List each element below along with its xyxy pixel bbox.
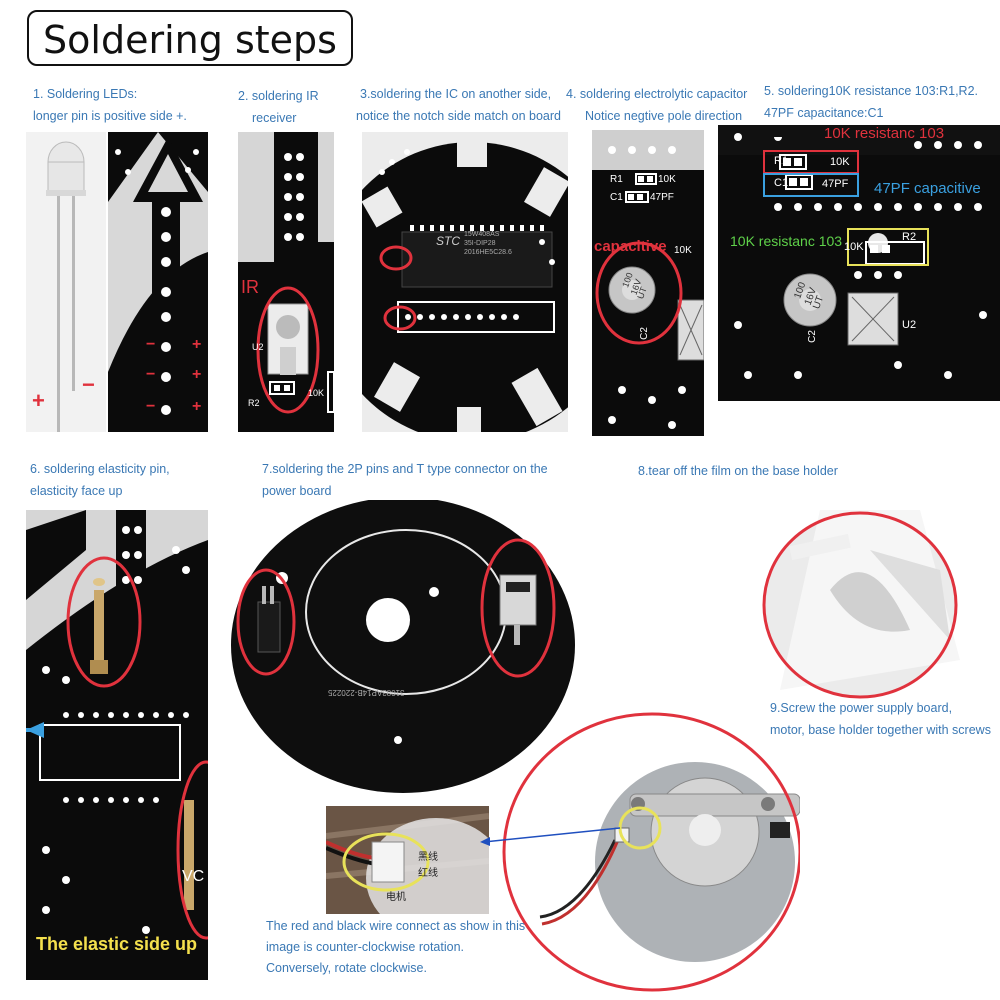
capacitor-board-photo: R1 10K C1 47PF capacitive 10K 100 16V UT… <box>592 130 704 436</box>
res-r2-label: R2 <box>902 231 917 243</box>
motor-assembly-illustration <box>502 712 800 992</box>
ic-brand: STC <box>436 234 460 248</box>
led-board-photo: − + − + − + <box>108 132 208 432</box>
elastic-pin-photo: VC The elastic side up <box>26 510 208 980</box>
wire-connector-illustration <box>326 806 489 914</box>
res-r1-label: R1 <box>774 155 789 167</box>
step7-caption-1: 7.soldering the 2P pins and T type conne… <box>262 462 548 476</box>
pm-plus-2: + <box>192 366 202 383</box>
step5-caption-2: 47PF capacitance:C1 <box>764 106 884 120</box>
power-board-illustration <box>231 500 575 793</box>
ic-board-photo: STC 15W408AS 35I-DIP28 2016HE5C28.6 <box>362 132 568 432</box>
connector-arrow <box>480 827 621 846</box>
led-photo: + − <box>26 132 106 432</box>
cap-10k-label-2: 10K <box>674 245 692 256</box>
pm-plus-1: + <box>192 336 202 353</box>
wire-note-1: The red and black wire connect as show i… <box>266 919 526 933</box>
cap-47pf-label: 47PF <box>650 192 674 203</box>
res-u2-label: U2 <box>902 319 917 331</box>
wire-note-3: Conversely, rotate clockwise. <box>266 961 427 975</box>
pm-minus-1: − <box>146 336 156 353</box>
title-box: Soldering steps <box>27 10 353 66</box>
resistor-board-illustration <box>718 125 1000 379</box>
led-minus-sign: − <box>82 372 95 397</box>
page-title: Soldering steps <box>43 18 337 62</box>
cap-c2-label: C2 <box>638 327 650 340</box>
cn-red-wire: 红线 <box>418 868 438 879</box>
ir-u2-label: U2 <box>252 342 264 352</box>
base-holder-photo <box>760 510 1000 700</box>
base-holder-illustration <box>760 510 1000 700</box>
step9-caption-2: motor, base holder together with screws <box>770 723 991 737</box>
ic-marking-2: 35I-DIP28 <box>464 240 496 247</box>
capacitive-label: capacitive <box>594 238 667 255</box>
pm-plus-3: + <box>192 398 202 415</box>
ic-marking-1: 15W408AS <box>464 231 500 238</box>
vc-label: VC <box>182 868 205 885</box>
annot-47pf: 47PF capacitive <box>874 180 981 197</box>
step4-caption-1: 4. soldering electrolytic capacitor <box>566 87 748 101</box>
step5-caption-1: 5. soldering10K resistance 103:R1,R2. <box>764 84 979 98</box>
led-illustration <box>46 141 86 432</box>
res-c1-label: C1 <box>774 177 789 189</box>
cn-motor: 电机 <box>386 892 406 903</box>
step8-caption: 8.tear off the film on the base holder <box>638 464 838 478</box>
ic-marking-3: 2016HE5C28.6 <box>464 249 512 256</box>
motor-assembly-photo <box>500 712 800 997</box>
ir-label: IR <box>241 277 259 297</box>
res-c2-label: C2 <box>806 330 818 343</box>
step6-caption-1: 6. soldering elasticity pin, <box>30 462 170 476</box>
step2-caption-1: 2. soldering IR <box>238 89 319 103</box>
resistor-board-photo: 10K resistanc 103 R1 10K C1 47PF 47PF ca… <box>718 125 1000 401</box>
cap-r1-label: R1 <box>610 174 623 185</box>
step7-caption-2: power board <box>262 484 332 498</box>
ir-r2-label: R2 <box>248 398 260 408</box>
res-10k-label-2: 10K <box>844 241 864 253</box>
ir-board-photo: IR U2 R2 10K <box>238 132 334 432</box>
cap-10k-label: 10K <box>658 174 676 185</box>
capacitor-board-illustration <box>592 130 704 429</box>
step2-caption-2: receiver <box>252 111 297 125</box>
elastic-side-up-label: The elastic side up <box>36 934 198 954</box>
cn-black-wire: 黑线 <box>418 852 438 863</box>
step4-caption-2: Notice negtive pole direction <box>585 109 743 123</box>
power-board-serial: 31083AP14B-220225 <box>328 688 405 697</box>
ic-board-illustration <box>362 132 568 432</box>
step6-caption-2: elasticity face up <box>30 484 123 498</box>
wire-note-2: image is counter-clockwise rotation. <box>266 940 464 954</box>
step1-caption-2: longer pin is positive side +. <box>33 109 187 123</box>
annot-10k-mid: 10K resistanc 103 <box>730 233 843 249</box>
power-board-photo: 31083AP14B-220225 <box>218 500 588 820</box>
res-10k-label: 10K <box>830 156 850 168</box>
cap-c1-label: C1 <box>610 192 623 203</box>
res-47pf-label: 47PF <box>822 178 849 190</box>
ir-10k-label: 10K <box>308 388 325 398</box>
ir-board-illustration <box>238 132 334 414</box>
step1-caption-1: 1. Soldering LEDs: <box>33 87 138 101</box>
step9-caption-1: 9.Screw the power supply board, <box>770 701 953 715</box>
elastic-pin-illustration <box>26 510 208 940</box>
step3-caption-1: 3.soldering the IC on another side, <box>360 87 552 101</box>
led-plus-sign: + <box>32 388 45 413</box>
led-board-illustration <box>108 132 208 432</box>
pm-minus-3: − <box>146 398 156 415</box>
pm-minus-2: − <box>146 366 156 383</box>
annot-10k-top: 10K resistanc 103 <box>824 125 945 142</box>
wire-connector-inset: 黑线 红线 电机 <box>326 806 489 914</box>
step3-caption-2: notice the notch side match on board <box>356 109 561 123</box>
